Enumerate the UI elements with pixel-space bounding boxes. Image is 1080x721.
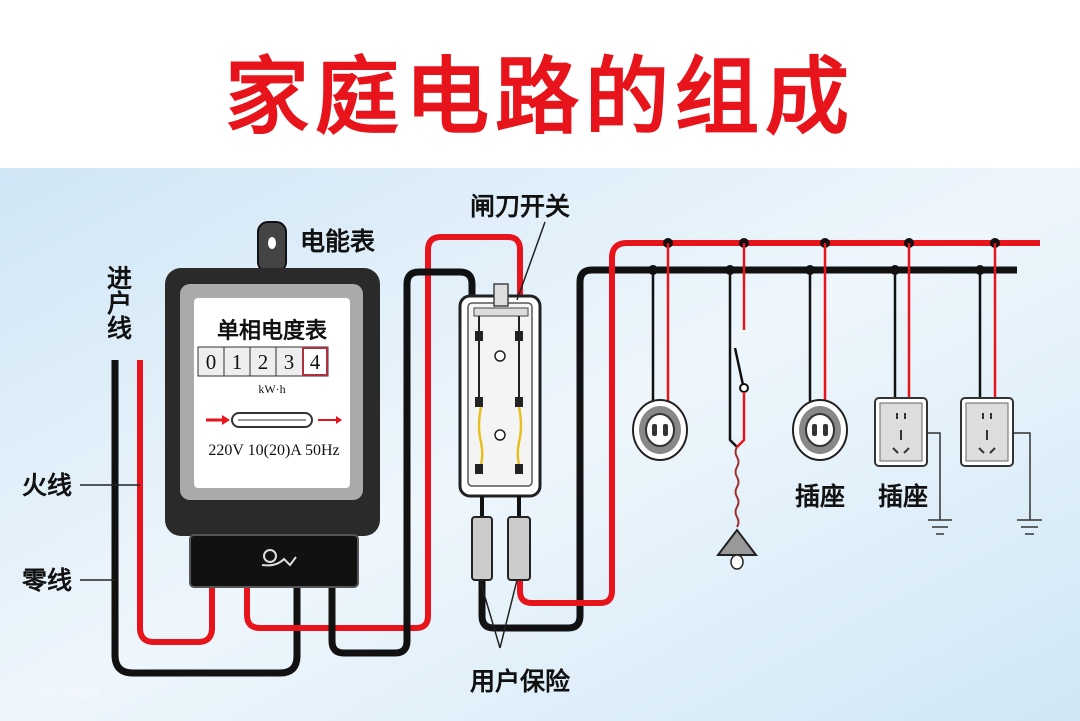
meter-digit: 2 (258, 350, 269, 374)
incoming-neutral-wire (111, 360, 301, 677)
user-fuses (471, 516, 531, 581)
meter-label: 电能表 (300, 227, 376, 256)
live-wire-label: 火线 (22, 471, 72, 500)
watermark: 住小帮@招朗恩 (18, 687, 102, 701)
house-live-wire (517, 240, 1040, 606)
ground-icon (927, 432, 952, 535)
meter-out-live-wire (244, 234, 523, 631)
meter-digit: 0 (206, 350, 217, 374)
knife-switch-label: 闸刀开关 (470, 192, 570, 221)
ground-icon (1013, 432, 1042, 535)
pull-switch-icon (733, 347, 745, 386)
socket-label: 插座 (878, 482, 928, 511)
incoming-live-wire (137, 360, 215, 645)
meter-digit: 1 (232, 350, 243, 374)
knife-switch (458, 283, 542, 517)
house-neutral-wire (478, 266, 1017, 632)
socket-label: 插座 (795, 482, 845, 511)
meter-name: 单相电度表 (217, 318, 328, 344)
meter-digit: 3 (284, 350, 295, 374)
meter-unit: kW·h (258, 382, 285, 396)
pendant-lamp (715, 243, 759, 570)
electric-meter: 单相电度表 0 1 2 3 4 kW·h 220V 10(20)A 50Hz (165, 221, 380, 588)
leader-lines (80, 221, 546, 649)
meter-digits: 0 1 2 3 4 (197, 346, 329, 377)
meter-rating: 220V 10(20)A 50Hz (208, 442, 339, 459)
meter-out-neutral-wire (328, 268, 476, 657)
round-socket-1 (632, 399, 688, 461)
round-socket-2 (792, 399, 848, 461)
neutral-wire-label: 零线 (21, 566, 72, 595)
user-fuse-label: 用户保险 (470, 667, 571, 696)
page-title: 家庭电路的组成 (224, 47, 855, 146)
incoming-line-label: 进户线 (104, 265, 133, 340)
three-pin-socket-1 (874, 397, 952, 535)
meter-digit: 4 (310, 350, 321, 374)
three-pin-socket-2 (960, 397, 1042, 535)
